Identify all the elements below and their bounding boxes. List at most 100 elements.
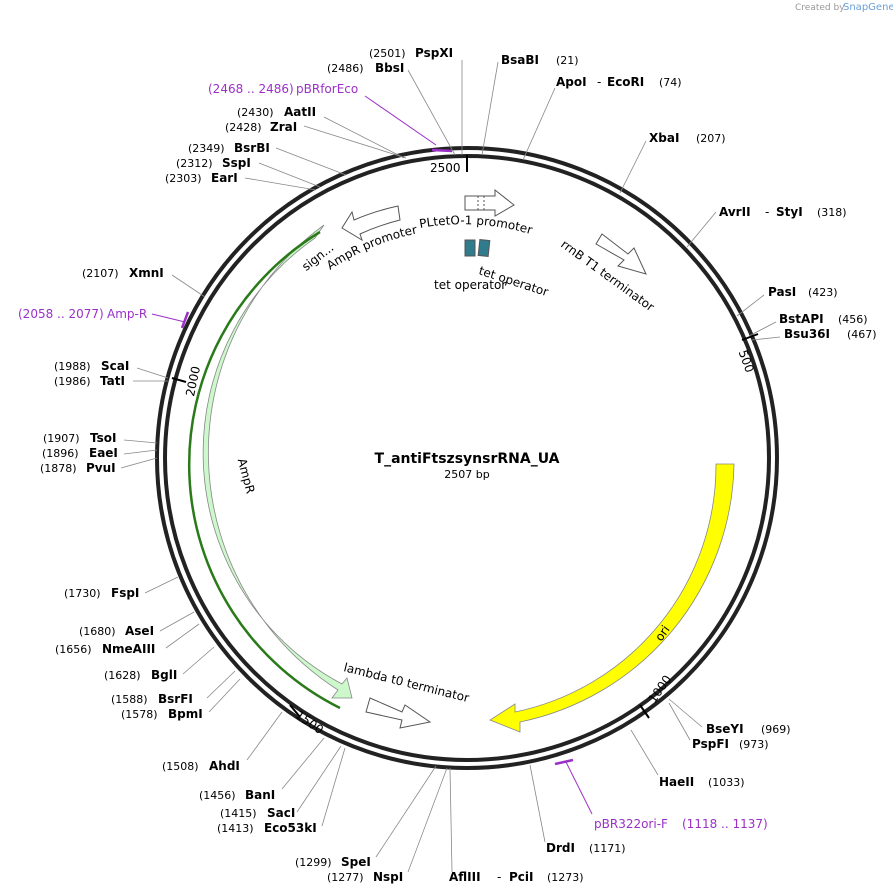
svg-text:(1656): (1656) [55, 643, 92, 656]
site-name-apoi: ApoI [556, 75, 587, 89]
primer-pbr322ori-f[interactable]: pBR322ori-F (1118 .. 1137) [554, 758, 768, 831]
feature-lambda-terminator[interactable]: lambda t0 terminator [342, 660, 471, 729]
primer-pbrforeco[interactable]: (2468 .. 2486) pBRforEco [208, 82, 453, 153]
svg-text:(1508): (1508) [162, 760, 199, 773]
site-name-pspfi: PspFI [692, 737, 729, 751]
site-name-pspxi: PspXI [415, 46, 453, 60]
site-name-pasi: PasI [768, 285, 796, 299]
plasmid-size: 2507 bp [444, 468, 489, 481]
feature-label-ampr-promoter: AmpR promoter [324, 223, 418, 273]
svg-text:(1680): (1680) [79, 625, 116, 638]
primer-range-pbr322ori-f: (1118 .. 1137) [682, 817, 768, 831]
site-name-bbsi: BbsI [375, 61, 404, 75]
tick-label-1000: 1000 [645, 673, 674, 706]
svg-text:(1415): (1415) [220, 807, 257, 820]
site-name-aatii: AatII [284, 105, 316, 119]
site-drdi[interactable]: DrdI(1171) [546, 841, 626, 855]
site-xmni[interactable]: (2107)XmnI [82, 266, 164, 280]
site-name-eari: EarI [211, 171, 238, 185]
site-pvui[interactable]: (1878) PvuI [40, 461, 116, 475]
svg-text:(1273): (1273) [547, 871, 584, 884]
site-name-bsabi: BsaBI [501, 53, 539, 67]
svg-text:(973): (973) [739, 738, 769, 751]
site-eco53ki[interactable]: (1413)Eco53kI [217, 821, 317, 835]
feature-ori[interactable]: ori [489, 463, 735, 733]
svg-text:(318): (318) [817, 206, 847, 219]
primer-name-pbr322ori-f: pBR322ori-F [594, 817, 668, 831]
svg-text:-: - [597, 75, 601, 89]
svg-text:(1878): (1878) [40, 462, 77, 475]
site-saci[interactable]: (1415)SacI [220, 806, 295, 820]
site-name-scai: ScaI [101, 359, 129, 373]
site-pasi[interactable]: PasI(423) [768, 285, 838, 299]
svg-text:(2501): (2501) [369, 47, 406, 60]
site-name-eaei: EaeI [89, 446, 118, 460]
site-name-bgli: BglI [151, 668, 177, 682]
feature-tet-operator-1[interactable]: tet operator [434, 239, 506, 292]
feature-label-pltet-promoter: PLtetO-1 promoter [418, 213, 534, 237]
svg-text:-: - [497, 870, 501, 884]
site-bstapi[interactable]: BstAPI(456) [779, 312, 868, 326]
svg-text:(1588): (1588) [111, 693, 148, 706]
site-bgli[interactable]: (1628)BglI [104, 668, 177, 682]
site-zrai[interactable]: (2428)ZraI [225, 120, 297, 134]
site-name-bpmi: BpmI [168, 707, 203, 721]
site-spei[interactable]: (1299)SpeI [295, 855, 371, 869]
svg-text:(1986): (1986) [54, 375, 91, 388]
site-asei[interactable]: (1680)AseI [79, 624, 154, 638]
svg-text:(1578): (1578) [121, 708, 158, 721]
tick-1500: 1500 [289, 704, 326, 737]
site-scai[interactable]: (1988)ScaI [54, 359, 129, 373]
site-name-bani: BanI [245, 788, 275, 802]
site-pspxi[interactable]: (2501) PspXI [369, 46, 453, 60]
svg-text:(21): (21) [556, 54, 579, 67]
site-sspi[interactable]: (2312) SspI [176, 156, 251, 170]
svg-text:(1413): (1413) [217, 822, 254, 835]
watermark-brand: SnapGene [843, 2, 893, 13]
site-nspi[interactable]: (1277)NspI [327, 870, 403, 884]
watermark-prefix: Created by [795, 3, 845, 13]
svg-text:(1456): (1456) [199, 789, 236, 802]
site-apoi-ecori[interactable]: ApoI - EcoRI (74) [556, 75, 682, 89]
site-pspfi[interactable]: PspFI (973) [692, 737, 769, 751]
primer-ampr[interactable]: (2058 .. 2077) Amp-R [18, 307, 190, 329]
svg-text:(456): (456) [838, 313, 868, 326]
site-bbsi[interactable]: (2486)BbsI [327, 61, 404, 75]
site-fspi[interactable]: (1730)FspI [64, 586, 139, 600]
site-avrii-styi[interactable]: AvrII - StyI (318) [719, 205, 847, 219]
svg-text:(2312): (2312) [176, 157, 213, 170]
primer-name-ampr: Amp-R [107, 307, 147, 321]
site-eaei[interactable]: (1896)EaeI [42, 446, 118, 460]
svg-text:(969): (969) [761, 723, 791, 736]
site-name-styi: StyI [776, 205, 803, 219]
site-bseyi[interactable]: BseYI(969) [706, 722, 791, 736]
svg-text:(1730): (1730) [64, 587, 101, 600]
site-bani[interactable]: (1456) BanI [199, 788, 275, 802]
primer-range-pbrforeco: (2468 .. 2486) [208, 82, 294, 96]
tick-label-500: 500 [736, 348, 757, 374]
site-name-pvui: PvuI [86, 461, 116, 475]
site-bsrbi[interactable]: (2349)BsrBI [188, 141, 270, 155]
site-bsrfi[interactable]: (1588)BsrFI [111, 692, 193, 706]
feature-rrnb-terminator[interactable]: rrnB T1 terminator [558, 233, 657, 314]
site-haeii[interactable]: HaeII(1033) [659, 775, 745, 789]
site-eari[interactable]: (2303)EarI [165, 171, 238, 185]
site-aatii[interactable]: (2430)AatII [237, 105, 316, 119]
site-name-zrai: ZraI [270, 120, 297, 134]
site-afliii-pcii[interactable]: AflIII - PciI (1273) [449, 870, 584, 884]
svg-text:(74): (74) [659, 76, 682, 89]
site-bsabi[interactable]: BsaBI (21) [501, 53, 579, 67]
tick-label-2500: 2500 [430, 161, 461, 175]
site-tsoi[interactable]: (1907)TsoI [43, 431, 116, 445]
site-xbai[interactable]: XbaI(207) [649, 131, 726, 145]
site-bsu36i[interactable]: Bsu36I(467) [784, 327, 877, 341]
site-tati[interactable]: (1986)TatI [54, 374, 125, 388]
site-nmeaiii[interactable]: (1656)NmeAIII [55, 642, 155, 656]
site-name-sspi: SspI [222, 156, 251, 170]
plasmid-name: T_antiFtszsynsrRNA_UA [375, 451, 560, 467]
feature-ampr-promoter[interactable]: AmpR promoter [324, 205, 418, 273]
feature-pltet-promoter[interactable]: PLtetO-1 promoter [418, 188, 534, 237]
site-bpmi[interactable]: (1578) BpmI [121, 707, 203, 721]
primer-range-ampr: (2058 .. 2077) [18, 307, 104, 321]
site-ahdi[interactable]: (1508)AhdI [162, 759, 240, 773]
